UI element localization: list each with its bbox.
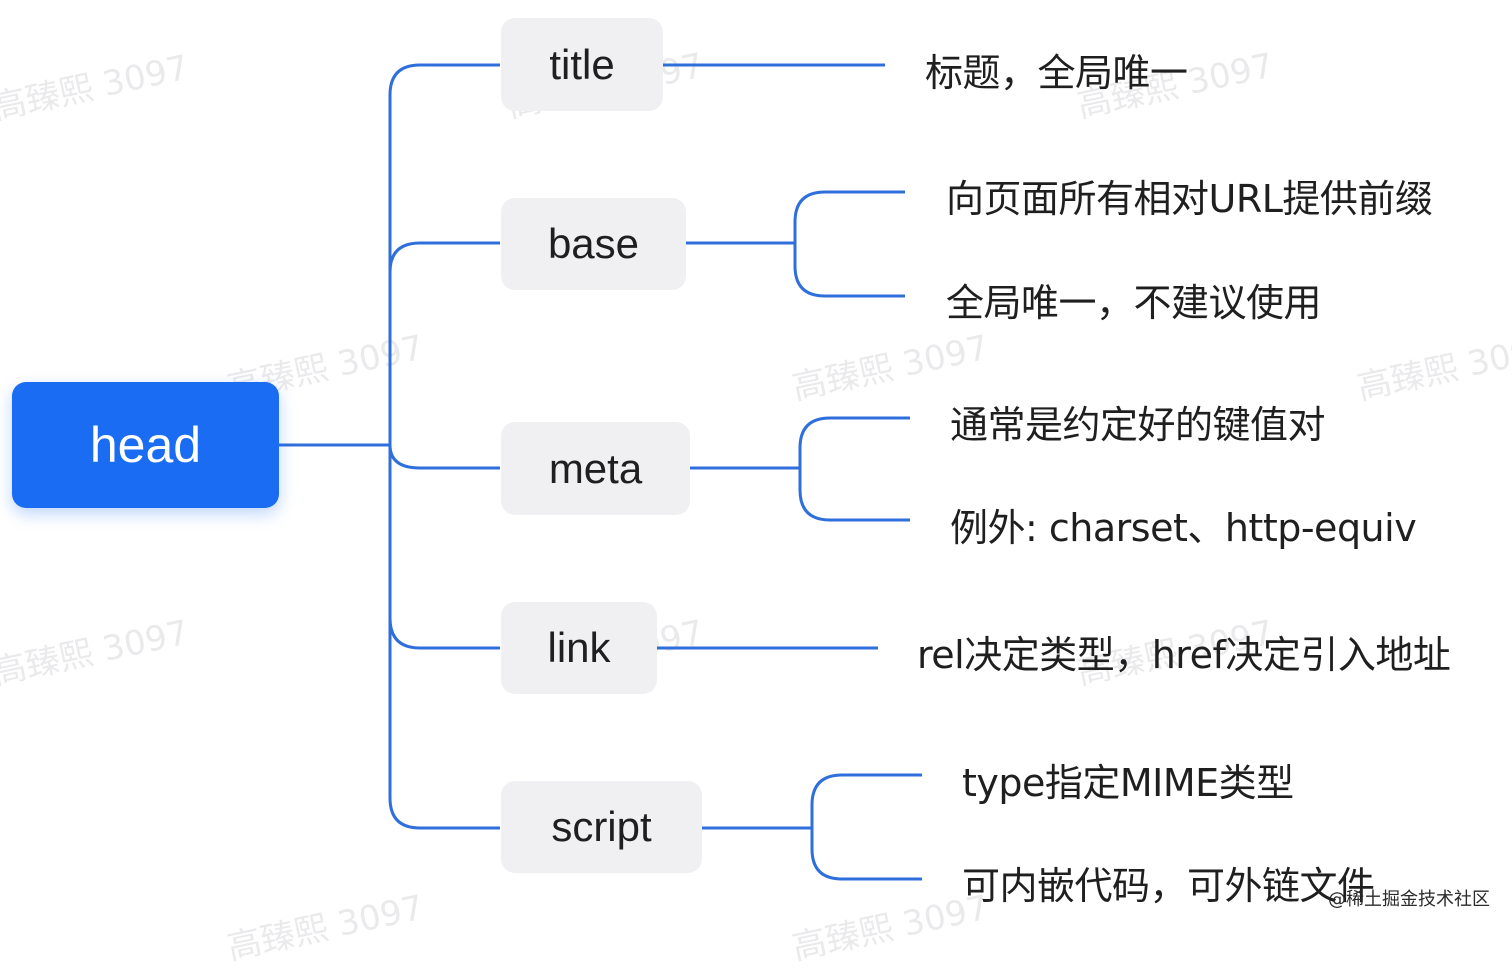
edge-to-base	[388, 241, 500, 273]
edge-meta-note-1	[798, 416, 910, 522]
note-base-1: 向页面所有相对URL提供前缀	[946, 177, 1433, 221]
node-base[interactable]: base	[501, 198, 686, 290]
edge-to-link	[388, 617, 500, 650]
edge-to-title	[388, 63, 500, 830]
note-link-1: rel决定类型，href决定引入地址	[917, 633, 1451, 677]
mind-map: 高臻熙 3097 高臻熙 3097 高臻熙 3097 高臻熙 3097 高臻熙 …	[0, 18, 1512, 968]
node-title[interactable]: title	[501, 18, 663, 111]
node-script[interactable]: script	[501, 781, 702, 873]
edge-script-note-1	[810, 773, 922, 881]
note-base-2: 全局唯一，不建议使用	[946, 281, 1322, 325]
edge-to-meta	[388, 444, 500, 470]
node-link[interactable]: link	[501, 602, 657, 694]
node-meta[interactable]: meta	[501, 422, 690, 515]
site-watermark: @稀土掘金技术社区	[1328, 889, 1490, 910]
note-script-1: type指定MIME类型	[962, 761, 1294, 805]
note-meta-1: 通常是约定好的键值对	[950, 403, 1326, 447]
edge-base-note-1	[793, 190, 905, 298]
note-title-1: 标题，全局唯一	[925, 51, 1188, 95]
root-node-head[interactable]: head	[12, 382, 279, 508]
note-script-2: 可内嵌代码，可外链文件	[962, 864, 1375, 908]
edge-layer	[279, 63, 922, 881]
note-meta-2: 例外: charset、http-equiv	[950, 506, 1417, 550]
